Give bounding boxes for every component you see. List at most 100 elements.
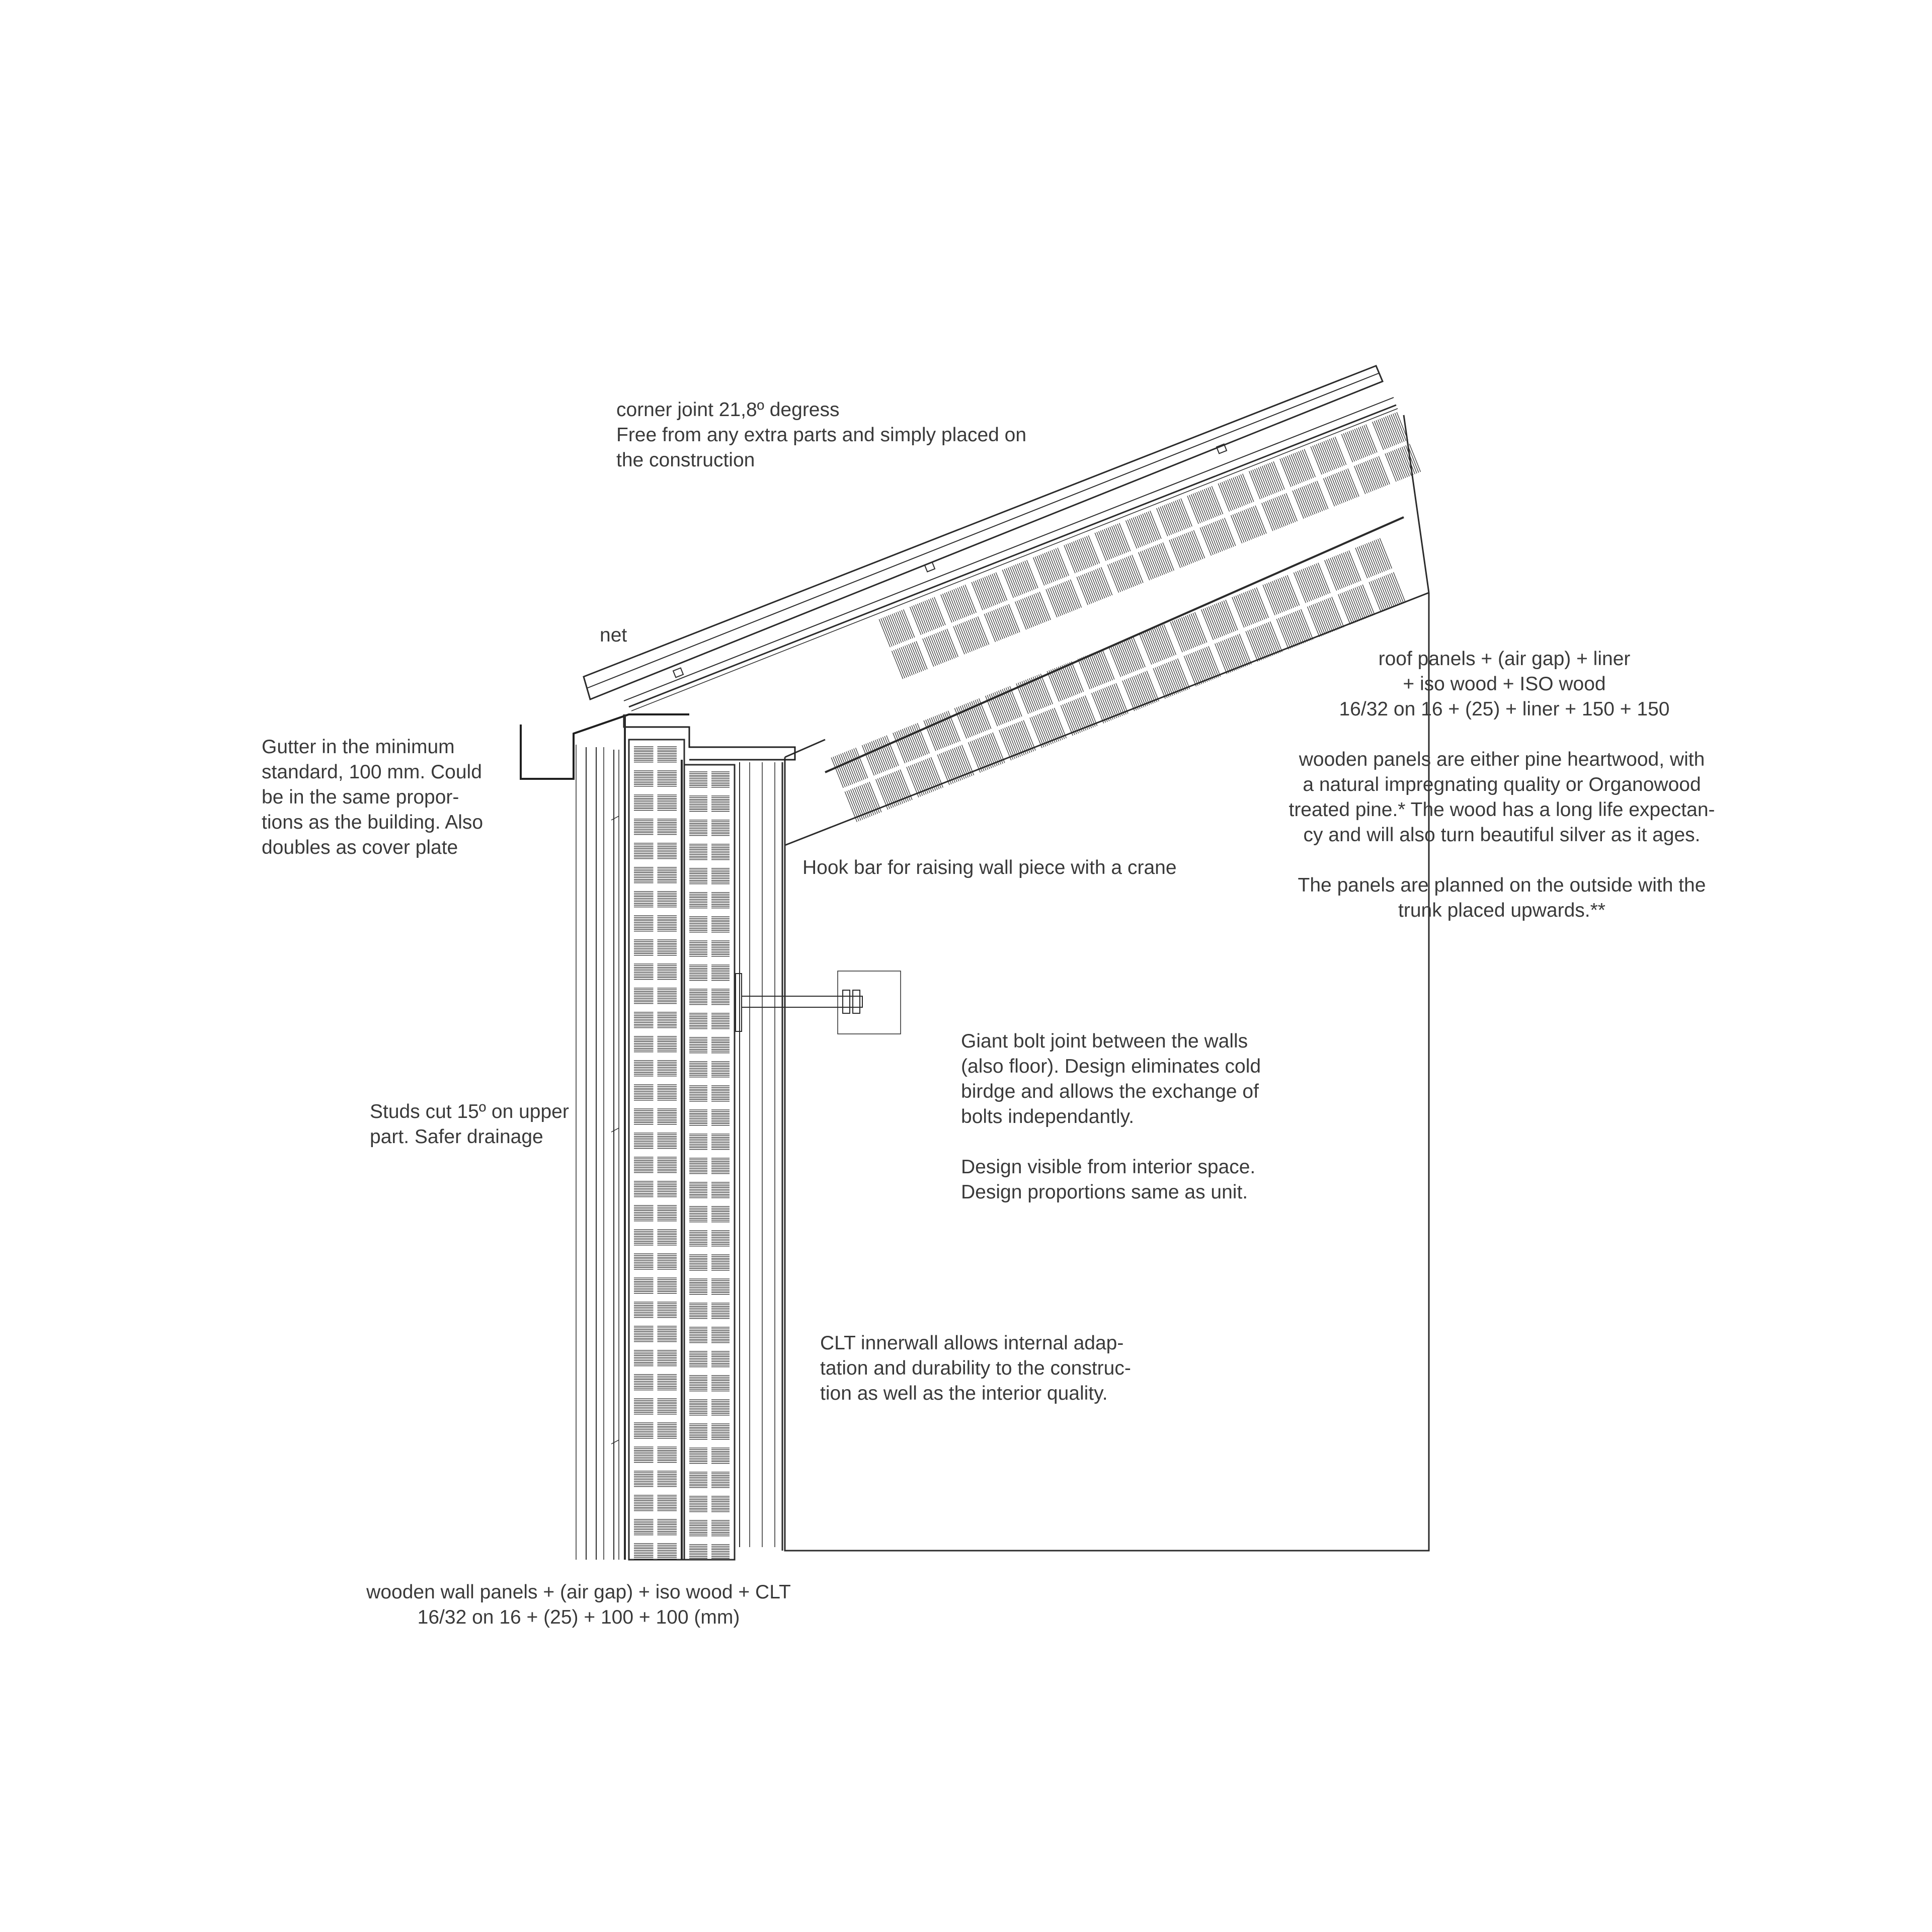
insulation-hatch-stroke: [900, 769, 913, 800]
insulation-hatch-stroke: [833, 756, 846, 787]
insulation-hatch-stroke: [1387, 416, 1399, 444]
insulation-hatch-stroke: [906, 767, 919, 797]
insulation-hatch-stroke: [1312, 445, 1324, 474]
insulation-hatch-stroke: [1053, 586, 1065, 615]
insulation-hatch-stroke: [1207, 524, 1219, 553]
insulation-hatch-stroke: [1131, 637, 1144, 668]
insulation-hatch-stroke: [1249, 507, 1261, 536]
insulation-hatch-stroke: [1049, 670, 1062, 701]
insulation-hatch-stroke: [1035, 593, 1048, 622]
insulation-hatch-stroke: [1394, 449, 1406, 478]
insulation-hatch-stroke: [863, 744, 876, 775]
insulation-hatch-stroke: [1092, 653, 1105, 684]
insulation-hatch-stroke: [1149, 547, 1161, 576]
insulation-hatch-stroke: [1300, 450, 1312, 479]
roof-liner-line: [628, 404, 1397, 708]
bolt-shaft: [741, 996, 863, 1008]
insulation-hatch-stroke: [1107, 527, 1120, 556]
insulation-hatch-stroke: [1358, 586, 1372, 617]
insulation-hatch-stroke: [1287, 455, 1299, 484]
insulation-hatch-stroke: [919, 603, 931, 631]
roof-air-gap-line: [623, 397, 1394, 701]
insulation-hatch-stroke: [1256, 626, 1269, 658]
insulation-hatch-stroke: [1046, 710, 1060, 742]
insulation-hatch-stroke: [1214, 604, 1227, 635]
cover-plate: [623, 714, 796, 761]
insulation-hatch-stroke: [1262, 585, 1275, 616]
insulation-hatch-stroke: [1355, 465, 1368, 494]
insulation-hatch-stroke: [1374, 421, 1386, 449]
insulation-hatch-stroke: [962, 585, 975, 614]
insulation-hatch-stroke: [1379, 538, 1392, 569]
insulation-hatch-stroke: [1002, 570, 1014, 598]
insulation-hatch-stroke: [1239, 594, 1252, 625]
insulation-hatch-stroke: [840, 753, 853, 784]
insulation-hatch-stroke: [1148, 511, 1160, 540]
insulation-hatch-stroke: [1110, 685, 1123, 716]
insulation-hatch-stroke: [1158, 507, 1170, 536]
insulation-hatch-stroke: [917, 762, 930, 793]
insulation-hatch-stroke: [1066, 544, 1078, 573]
insulation-hatch-stroke: [1106, 687, 1119, 717]
insulation-hatch-stroke: [1039, 592, 1051, 620]
insulation-hatch-stroke: [1036, 675, 1050, 706]
insulation-hatch-stroke: [1128, 678, 1141, 709]
insulation-hatch-stroke: [1004, 569, 1016, 598]
insulation-hatch-stroke: [1029, 678, 1042, 709]
insulation-hatch-stroke: [1366, 543, 1379, 574]
insulation-hatch-stroke: [915, 763, 929, 794]
corner-joint-note: corner joint 21,8º degress Free from any…: [616, 397, 1026, 473]
insulation-hatch-stroke: [1091, 571, 1103, 599]
insulation-hatch-stroke: [1237, 634, 1250, 666]
insulation-hatch-stroke: [977, 738, 990, 769]
insulation-hatch-stroke: [1111, 562, 1123, 592]
insulation-hatch-stroke: [955, 625, 967, 654]
insulation-hatch-stroke: [1139, 674, 1152, 704]
note-line: the construction: [616, 449, 755, 471]
insulation-hatch-stroke: [1378, 456, 1390, 485]
insulation-hatch-stroke: [886, 616, 898, 645]
insulation-hatch-stroke: [926, 636, 938, 666]
insulation-hatch-stroke: [1055, 585, 1067, 614]
insulation-hatch-stroke: [1104, 687, 1117, 718]
insulation-hatch-stroke: [1314, 564, 1327, 595]
insulation-hatch-stroke: [1352, 588, 1366, 619]
insulation-hatch-stroke: [1354, 429, 1366, 457]
insulation-hatch-stroke: [972, 618, 984, 647]
insulation-hatch-stroke: [899, 648, 911, 676]
insulation-hatch-stroke: [1381, 418, 1394, 446]
insulation-hatch-stroke: [1068, 580, 1080, 609]
insulation-hatch-stroke: [1390, 451, 1402, 480]
insulation-hatch-stroke: [1267, 622, 1281, 653]
insulation-hatch-stroke: [1264, 623, 1277, 655]
insulation-hatch-stroke: [1341, 592, 1354, 623]
insulation-hatch-stroke: [1331, 438, 1343, 467]
roof-end-cut: [1403, 415, 1430, 593]
insulation-hatch-stroke: [1405, 445, 1417, 474]
insulation-hatch-stroke: [1218, 520, 1231, 548]
insulation-hatch-stroke: [1111, 684, 1125, 715]
wall-stud-cut: [611, 1128, 619, 1133]
insulation-hatch-stroke: [926, 600, 938, 628]
insulation-hatch-stroke: [1267, 463, 1279, 492]
insulation-hatch-stroke: [1223, 481, 1236, 510]
insulation-hatch-stroke: [1224, 639, 1237, 671]
insulation-hatch-stroke: [1237, 595, 1250, 626]
insulation-hatch-stroke: [1052, 669, 1066, 700]
insulation-hatch-stroke: [942, 752, 956, 783]
insulation-hatch-stroke: [928, 636, 940, 665]
insulation-hatch-stroke: [1158, 626, 1171, 658]
insulation-hatch-stroke: [1363, 462, 1376, 491]
insulation-hatch-stroke: [953, 589, 965, 618]
insulation-hatch-stroke: [1125, 520, 1138, 549]
insulation-hatch-stroke: [1015, 601, 1027, 630]
insulation-hatch-stroke: [1062, 704, 1075, 735]
insulation-hatch-stroke: [1144, 513, 1156, 541]
insulation-hatch-stroke: [1187, 532, 1199, 561]
insulation-hatch-stroke: [1142, 550, 1154, 579]
insulation-hatch-stroke: [982, 577, 995, 606]
insulation-hatch-stroke: [1345, 551, 1358, 583]
insulation-hatch-stroke: [1357, 547, 1370, 578]
insulation-hatch-stroke: [890, 773, 904, 804]
